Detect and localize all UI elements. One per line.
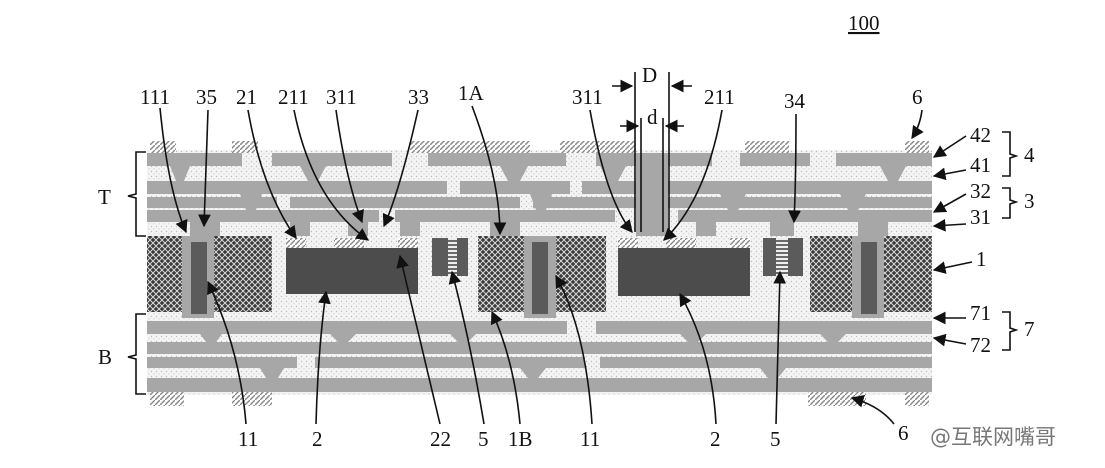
label-5-right: 5 [770,427,781,451]
core-vias-11 [182,236,884,318]
label-11-right: 11 [580,427,600,451]
embedded-chips-2 [286,238,750,296]
label-211-left: 211 [278,85,309,109]
label-5-left: 5 [478,427,489,451]
brace-B [127,313,146,395]
leader-lines [159,105,973,425]
label-6-bottom: 6 [898,421,909,445]
label-42: 42 [970,123,991,147]
label-41: 41 [970,153,991,177]
label-d: d [647,105,658,129]
label-311-left: 311 [326,85,357,109]
label-1: 1 [976,247,987,271]
label-111: 111 [140,85,170,109]
label-72: 72 [970,333,991,357]
top-layer-31 [147,210,932,222]
dimension-lines [612,72,692,232]
top-layer-41 [147,181,932,194]
label-1A: 1A [458,81,485,105]
label-3: 3 [1024,189,1035,213]
label-31: 31 [970,205,991,229]
label-2-left: 2 [312,427,323,451]
label-211-right: 211 [704,85,735,109]
label-311-right: 311 [572,85,603,109]
label-71: 71 [970,301,991,325]
label-B: B [98,345,112,369]
label-T: T [98,185,111,209]
label-22: 22 [430,427,451,451]
watermark: @互联网嘴哥 [930,425,1056,449]
label-2-right: 2 [710,427,721,451]
brace-T [127,151,146,237]
label-33: 33 [408,85,429,109]
bottom-layers-7 [147,321,932,392]
label-4: 4 [1024,143,1035,167]
label-7: 7 [1024,317,1035,341]
label-35: 35 [196,85,217,109]
figure-number: 100 [848,11,880,35]
brace-7 [1002,311,1019,351]
top-layer-42 [147,153,932,166]
label-32: 32 [970,179,991,203]
brace-4 [1002,131,1019,177]
components-5 [432,238,803,276]
label-1B: 1B [508,427,533,451]
label-21: 21 [236,85,257,109]
label-11-left: 11 [238,427,258,451]
label-34: 34 [784,89,806,113]
label-D: D [642,63,657,87]
label-6-top: 6 [912,85,923,109]
brace-3 [1002,187,1019,219]
